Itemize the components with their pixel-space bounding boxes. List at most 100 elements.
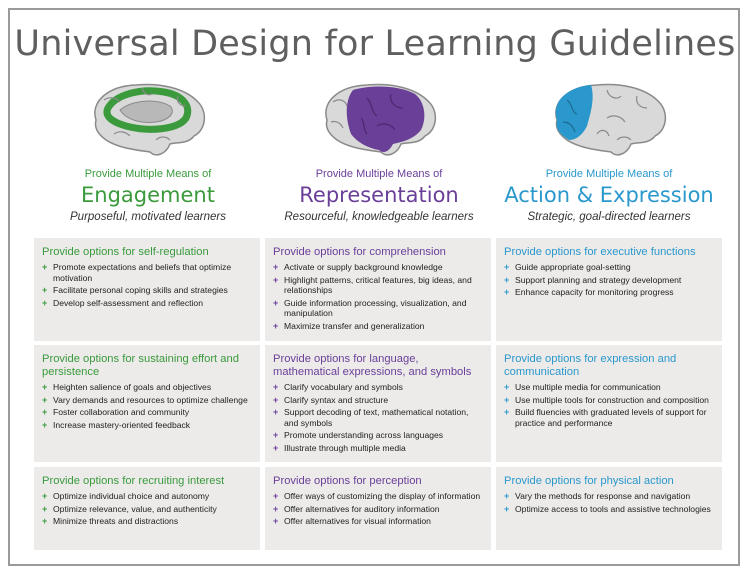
list-item: +Use multiple tools for construction and… [504,394,709,405]
box-self-regulation: Provide options for self-regulation +Pro… [34,238,260,341]
guideline-list: +Vary the methods for response and navig… [504,491,716,514]
list-item: +Guide appropriate goal-setting [504,262,631,272]
list-item: +Offer ways of customizing the display o… [273,491,481,501]
list-item: +Optimize access to tools and assistive … [504,503,711,514]
box-title: Provide options for perception [273,475,422,487]
principle-action-expression: Action & Expression [504,183,714,207]
brain-engagement-icon [94,83,206,156]
plus-icon: + [42,419,48,430]
guideline-list: +Optimize individual choice and autonomy… [42,491,254,527]
plus-icon: + [504,407,510,417]
plus-icon: + [273,503,279,514]
plus-icon: + [42,285,48,295]
list-item: +Promote understanding across languages [273,430,444,440]
box-title: Provide options for language, mathematic… [273,353,472,378]
list-item: +Support decoding of text, mathematical … [273,407,469,428]
principle-representation: Representation [299,183,459,207]
plus-icon: + [42,407,48,417]
box-title: Provide options for self-regulation [42,246,209,258]
box-perception: Provide options for perception +Offer wa… [265,467,491,550]
plus-icon: + [42,262,48,272]
list-item: +Build fluencies with graduated levels o… [504,407,707,428]
list-item: +Promote expectations and beliefs that o… [42,262,232,283]
guideline-list: +Heighten salience of goals and objectiv… [42,382,254,430]
guideline-list: +Use multiple media for communication +U… [504,382,716,428]
plus-icon: + [273,394,279,405]
box-title: Provide options for physical action [504,475,674,487]
means-label: Provide Multiple Means of [545,168,673,180]
box-title: Provide options for comprehension [273,246,446,258]
plus-icon: + [42,394,48,405]
list-item: +Heighten salience of goals and objectiv… [42,382,212,392]
list-item: +Increase mastery-oriented feedback [42,419,191,430]
plus-icon: + [273,516,279,526]
box-comprehension: Provide options for comprehension +Activ… [265,238,491,341]
guideline-list: +Offer ways of customizing the display o… [273,491,485,527]
list-item: +Optimize individual choice and autonomy [42,491,210,501]
guideline-list: +Activate or supply background knowledge… [273,262,485,331]
list-item: +Offer alternatives for auditory informa… [273,503,440,514]
means-label: Provide Multiple Means of [84,168,212,180]
tagline: Purposeful, motivated learners [70,211,226,223]
column-header-engagement: Provide Multiple Means of Engagement Pur… [33,78,263,223]
plus-icon: + [42,516,48,526]
list-item: +Support planning and strategy developme… [504,274,682,285]
guideline-list: +Guide appropriate goal-setting +Support… [504,262,716,298]
plus-icon: + [504,382,510,392]
plus-icon: + [273,430,279,440]
column-header-representation: Provide Multiple Means of Representation… [264,78,494,223]
tagline: Resourceful, knowledgeable learners [284,211,474,223]
list-item: +Activate or supply background knowledge [273,262,443,272]
plus-icon: + [42,382,48,392]
means-label: Provide Multiple Means of [315,168,443,180]
plus-icon: + [273,491,279,501]
list-item: +Optimize relevance, value, and authenti… [42,503,217,514]
plus-icon: + [504,394,510,405]
list-item: +Develop self-assessment and reflection [42,297,203,308]
plus-icon: + [42,491,48,501]
plus-icon: + [504,491,510,501]
plus-icon: + [504,287,510,297]
brain-representation-icon [325,83,437,156]
box-executive-functions: Provide options for executive functions … [496,238,722,341]
plus-icon: + [504,262,510,272]
plus-icon: + [273,382,279,392]
guideline-list: +Promote expectations and beliefs that o… [42,262,254,308]
list-item: +Highlight patterns, critical features, … [273,274,472,296]
box-sustaining-effort: Provide options for sustaining effort an… [34,345,260,462]
list-item: +Illustrate through multiple media [273,442,406,453]
box-recruiting-interest: Provide options for recruiting interest … [34,467,260,550]
box-language-symbols: Provide options for language, mathematic… [265,345,491,462]
box-expression-communication: Provide options for expression and commu… [496,345,722,462]
list-item: +Use multiple media for communication [504,382,661,392]
plus-icon: + [273,407,279,417]
tagline: Strategic, goal-directed learners [527,211,691,223]
plus-icon: + [273,262,279,272]
principle-engagement: Engagement [81,183,215,207]
list-item: +Enhance capacity for monitoring progres… [504,287,674,297]
list-item: +Facilitate personal coping skills and s… [42,285,228,295]
list-item: +Guide information processing, visualiza… [273,297,467,319]
list-item: +Clarify syntax and structure [273,394,389,405]
list-item: +Vary the methods for response and navig… [504,491,691,501]
box-title: Provide options for executive functions [504,246,696,258]
box-physical-action: Provide options for physical action +Var… [496,467,722,550]
list-item: +Clarify vocabulary and symbols [273,382,403,392]
box-title: Provide options for expression and commu… [504,353,677,378]
list-item: +Minimize threats and distractions [42,516,179,526]
box-title: Provide options for recruiting interest [42,475,225,487]
list-item: +Foster collaboration and community [42,407,190,417]
list-item: +Vary demands and resources to optimize … [42,394,248,405]
list-item: +Maximize transfer and generalization [273,320,425,331]
plus-icon: + [273,274,279,285]
plus-icon: + [42,503,48,514]
column-header-action-expression: Provide Multiple Means of Action & Expre… [494,78,724,223]
plus-icon: + [42,297,48,308]
plus-icon: + [504,274,510,285]
page-title: Universal Design for Learning Guidelines [14,24,736,64]
plus-icon: + [273,320,279,331]
plus-icon: + [273,297,279,308]
plus-icon: + [273,442,279,453]
guideline-list: +Clarify vocabulary and symbols +Clarify… [273,382,485,453]
brain-action-icon [555,83,667,156]
